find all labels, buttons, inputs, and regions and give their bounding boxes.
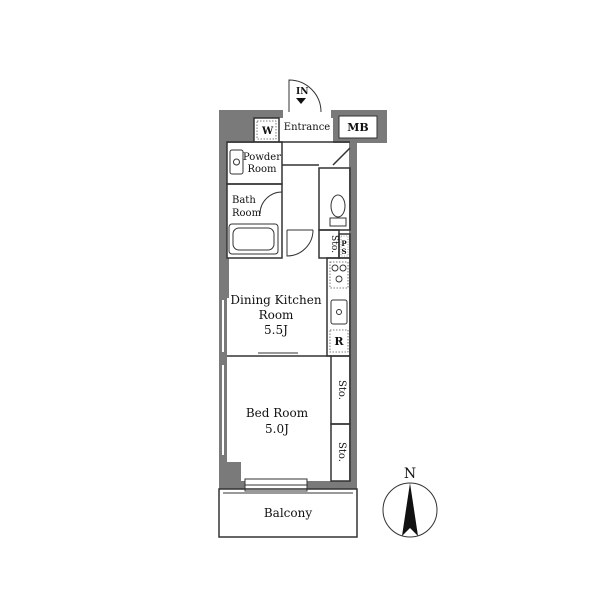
- dining-kitchen-size-label: 5.5J: [264, 323, 288, 337]
- powder-room-label-line2: Room: [247, 164, 277, 175]
- stove-burner-1-icon: [331, 264, 339, 272]
- bath-door-swing: [259, 191, 283, 215]
- fridge-space-dots: [329, 329, 349, 353]
- powder-room-label-line1: Powder: [243, 152, 281, 163]
- w-closet: [253, 117, 280, 143]
- dining-kitchen-label-line2: Room: [259, 308, 294, 322]
- entrance-label: Entrance: [284, 122, 331, 133]
- entrance-door: IN: [288, 79, 322, 113]
- balcony-label: Balcony: [264, 506, 312, 520]
- interior-walls: [226, 117, 351, 482]
- mb-label: MB: [347, 121, 368, 134]
- mb-box-inner: [338, 115, 378, 139]
- entrance-in-label: IN: [296, 87, 308, 97]
- stove-icon: [331, 264, 347, 283]
- entrance-arrow-icon: [296, 98, 306, 104]
- toilet-tank-icon: [329, 217, 347, 227]
- bedroom-storage-lower: [330, 423, 351, 482]
- balcony-outline: [218, 488, 358, 538]
- ps-label-p: P: [341, 239, 347, 248]
- wall-right: [349, 140, 357, 489]
- ps-label-s: S: [341, 247, 346, 256]
- bath-room-label-line1: Bath: [232, 195, 256, 206]
- fixtures: [228, 149, 348, 325]
- stove-burner-2-icon: [339, 264, 347, 272]
- bedroom-size-label: 5.0J: [265, 422, 289, 436]
- compass: N: [382, 466, 438, 538]
- bathtub-inner-icon: [232, 227, 275, 251]
- bedroom-storage-upper-label: Sto.: [336, 380, 347, 400]
- toilet-bowl-icon: [330, 194, 346, 218]
- w-closet-dots: [256, 120, 277, 140]
- room-labels: W Entrance MB Powder Room Bath Room Sto.…: [230, 121, 368, 520]
- stove-area-dots: [329, 261, 349, 289]
- stove-burner-3-icon: [335, 275, 343, 283]
- w-label: W: [261, 126, 274, 137]
- entrance-opening: [283, 108, 331, 120]
- small-storage-label: Sto.: [329, 235, 339, 253]
- entrance-door-swing: [288, 79, 322, 113]
- compass-north-label: N: [404, 466, 416, 482]
- hall-diagonal: [332, 147, 351, 166]
- dk-door-swing: [286, 229, 314, 257]
- bath-room-outline: [226, 183, 283, 259]
- bath-room-label-line2: Room: [232, 208, 262, 219]
- wall-left-recess: [219, 258, 229, 298]
- interior-doors: [258, 191, 314, 354]
- kitchen-sink-drain-icon: [336, 309, 342, 315]
- compass-needle-icon: [402, 483, 418, 536]
- outer-walls: [219, 108, 387, 492]
- dining-kitchen-label-line1: Dining Kitchen: [230, 293, 321, 307]
- bedroom-label: Bed Room: [246, 406, 309, 420]
- bedroom-storage-lower-label: Sto.: [336, 442, 347, 462]
- washbasin-drain-icon: [233, 158, 240, 166]
- fridge-label: R: [334, 335, 344, 348]
- ps-dots: [340, 235, 349, 257]
